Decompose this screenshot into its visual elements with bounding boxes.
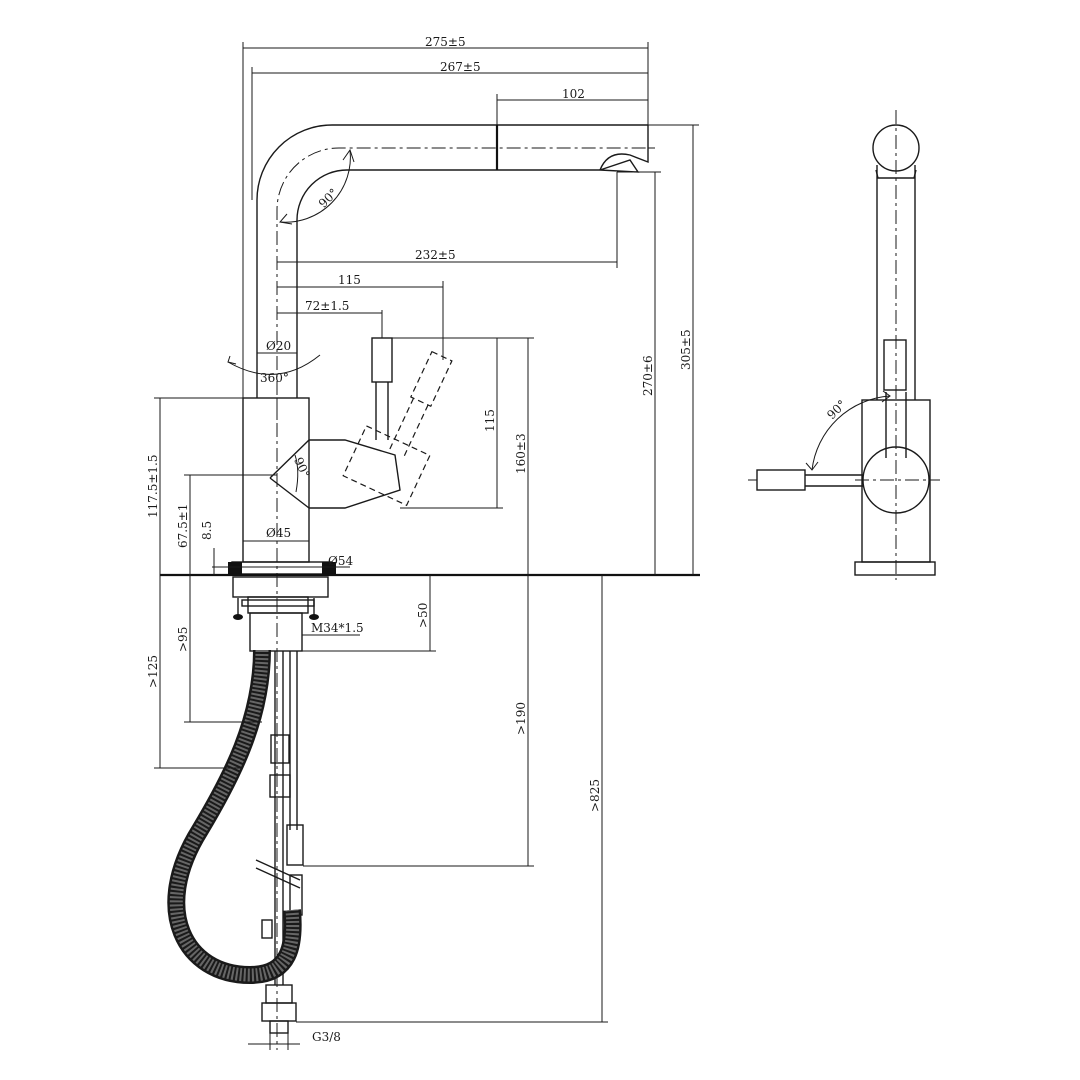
spray-nozzle [599, 159, 640, 173]
swivel-arc [227, 354, 321, 375]
side-handle-arc [811, 395, 891, 471]
dim-hose-clearance: >95 [176, 627, 190, 652]
dim-spout-height: 270±6 [641, 355, 655, 396]
dim-overall-width: 275±5 [425, 35, 466, 49]
dim-handle-axis-height: 67.5±1 [176, 504, 190, 548]
spout-centerline [276, 147, 655, 420]
handle-angle-arc [294, 454, 299, 493]
dim-cabinet-depth: >190 [514, 702, 528, 735]
side-handle-lever [756, 469, 806, 491]
dim-hose-drop: >125 [146, 655, 160, 688]
dim-base-height: 8.5 [200, 521, 214, 540]
dim-handle-reach: 115 [338, 273, 361, 287]
dim-max-height: 305±5 [679, 329, 693, 370]
dim-spout-reach: 232±5 [415, 248, 456, 262]
side-joint [883, 339, 907, 391]
dim-shank-length: >50 [416, 603, 430, 628]
dim-body-height: 117.5±1.5 [146, 455, 160, 519]
dim-reach-width: 267±5 [440, 60, 481, 74]
spray-head-end [599, 125, 649, 171]
dim-base-diameter: Ø54 [328, 554, 353, 568]
bend-angle-arc [279, 149, 351, 223]
dim-handle-height: 160±3 [514, 433, 528, 474]
handle-lever [371, 337, 393, 383]
side-view: 90° [748, 110, 940, 580]
dim-spout-bend: 90° [316, 186, 341, 211]
dim-swivel: 360° [260, 371, 289, 385]
handle-alt-position [342, 350, 453, 507]
handle-housing [309, 439, 401, 509]
dim-handle-travel: 115 [483, 409, 497, 432]
dim-body-top: Ø20 [266, 339, 291, 353]
dim-body-diameter: Ø45 [266, 526, 291, 540]
dim-inlet: G3/8 [312, 1030, 341, 1044]
shank [249, 612, 303, 652]
front-dimensions: 275±5 267±5 102 232±5 115 72±1.5 Ø20 360… [146, 35, 699, 1050]
front-view [160, 124, 700, 1050]
base-plate [231, 561, 333, 575]
mounting-nut [232, 576, 329, 598]
dim-side-handle-angle: 90° [824, 397, 849, 422]
dim-spray-head: 102 [562, 87, 585, 101]
dim-thread: M34*1.5 [311, 621, 364, 635]
inlet-connector [265, 984, 293, 1004]
spout-outer [256, 124, 648, 398]
spout-inner [296, 169, 600, 398]
dim-handle-offset: 72±1.5 [305, 299, 349, 313]
dim-hose-length: >825 [588, 779, 602, 812]
side-base [854, 561, 936, 576]
